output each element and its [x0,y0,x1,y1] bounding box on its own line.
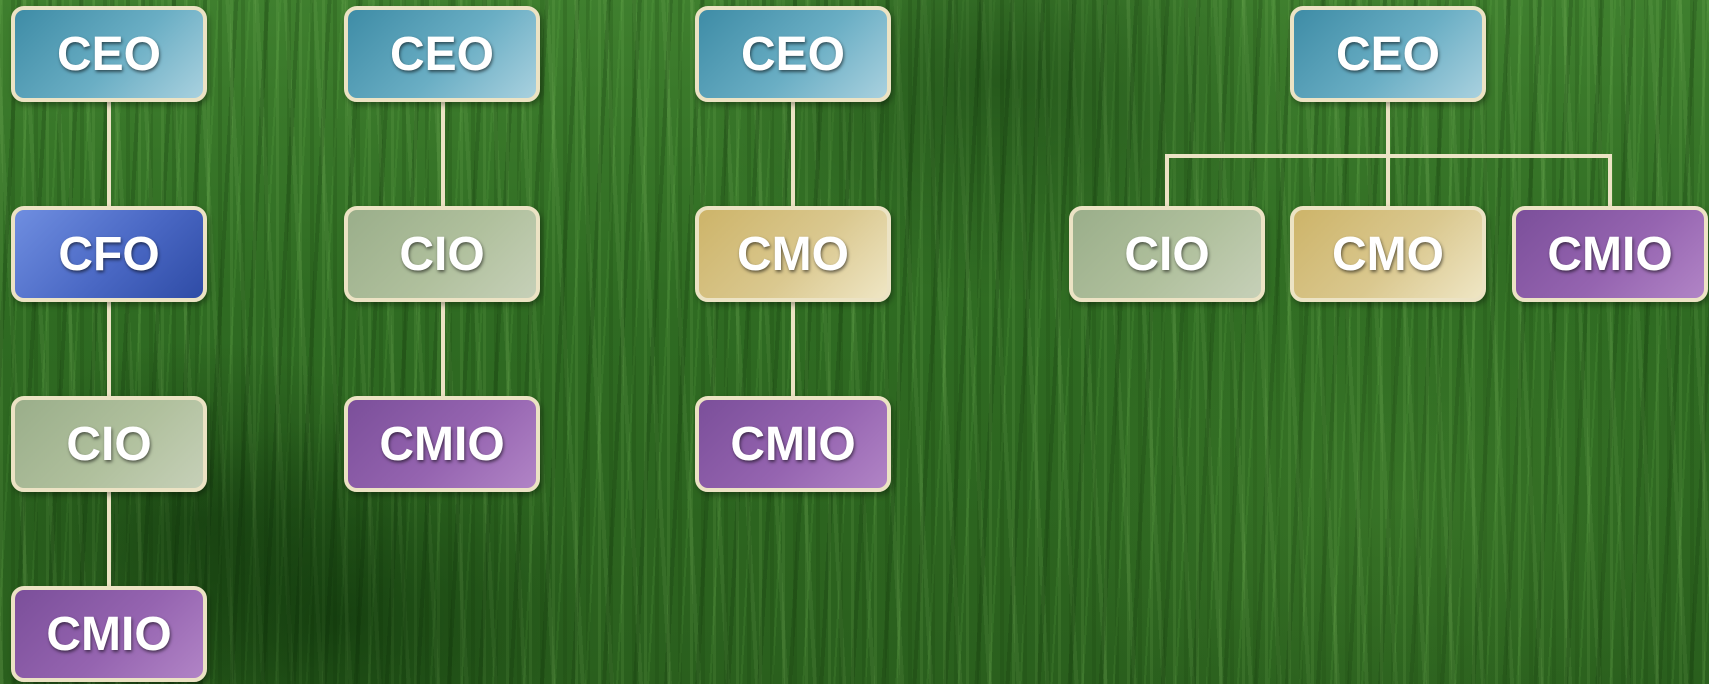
node-ceo[interactable]: CEO [695,6,891,102]
node-cmio[interactable]: CMIO [695,396,891,492]
node-cmio[interactable]: CMIO [1512,206,1708,302]
node-cmio[interactable]: CMIO [344,396,540,492]
node-cmo[interactable]: CMO [695,206,891,302]
node-cmo[interactable]: CMO [1290,206,1486,302]
node-ceo[interactable]: CEO [11,6,207,102]
node-cmio[interactable]: CMIO [11,586,207,682]
node-cfo[interactable]: CFO [11,206,207,302]
node-cio[interactable]: CIO [11,396,207,492]
node-cio[interactable]: CIO [344,206,540,302]
node-ceo[interactable]: CEO [344,6,540,102]
node-ceo[interactable]: CEO [1290,6,1486,102]
node-cio[interactable]: CIO [1069,206,1265,302]
